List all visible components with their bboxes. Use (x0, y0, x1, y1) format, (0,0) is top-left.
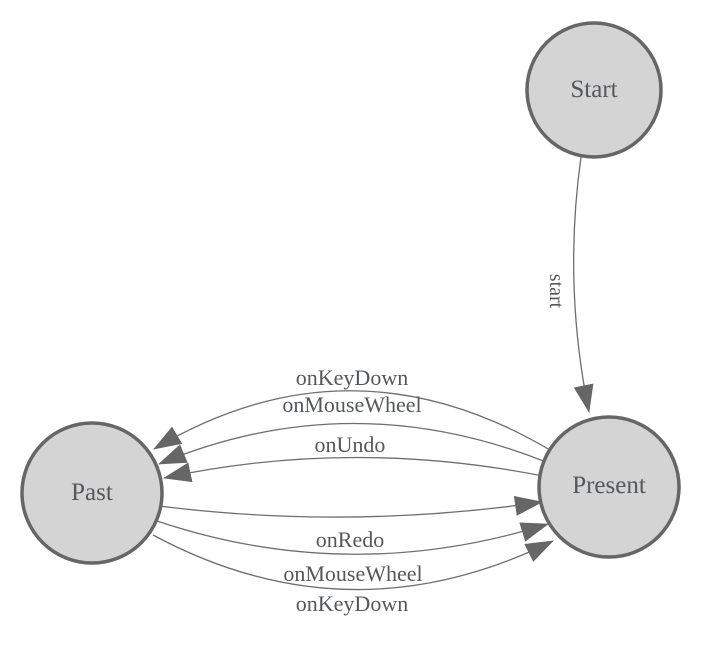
node-start-label: Start (570, 76, 617, 103)
edge-start-to-present: start (545, 156, 594, 413)
node-start-circle (525, 21, 663, 159)
edge-label-onredo: onRedo (316, 527, 384, 552)
edge-line (572, 156, 594, 413)
edge-line (152, 534, 554, 591)
edge-past-to-present-onredo: onRedo (158, 495, 543, 552)
edge-label-onkeydown: onKeyDown (296, 365, 408, 390)
node-past: Past (20, 421, 164, 565)
edge-line (153, 390, 551, 451)
edge-label-onkeydown-bottom: onKeyDown (296, 591, 408, 616)
edge-present-to-past-onundo: onUndo (163, 432, 544, 483)
edge-present-to-past-onkeydown: onKeyDown (153, 365, 551, 451)
edge-past-to-present-onkeydown: onKeyDown (152, 534, 554, 616)
edge-line (158, 495, 543, 518)
edge-label-onmousewheel: onMouseWheel (282, 392, 421, 417)
node-past-label: Past (71, 479, 113, 506)
node-start: Start (525, 21, 663, 159)
node-present-circle (537, 415, 681, 559)
edge-label-onundo: onUndo (315, 432, 386, 457)
node-past-circle (20, 421, 164, 565)
edge-line (158, 422, 547, 465)
edge-present-to-past-onmousewheel: onMouseWheel (158, 392, 547, 465)
node-present: Present (537, 415, 681, 559)
edge-line (156, 520, 549, 555)
edge-label-onmousewheel-bottom: onMouseWheel (283, 561, 422, 586)
edge-label-start: start (545, 274, 567, 309)
edge-past-to-present-onmousewheel: onMouseWheel (156, 520, 549, 586)
edge-line (163, 456, 544, 483)
node-present-label: Present (572, 472, 646, 499)
